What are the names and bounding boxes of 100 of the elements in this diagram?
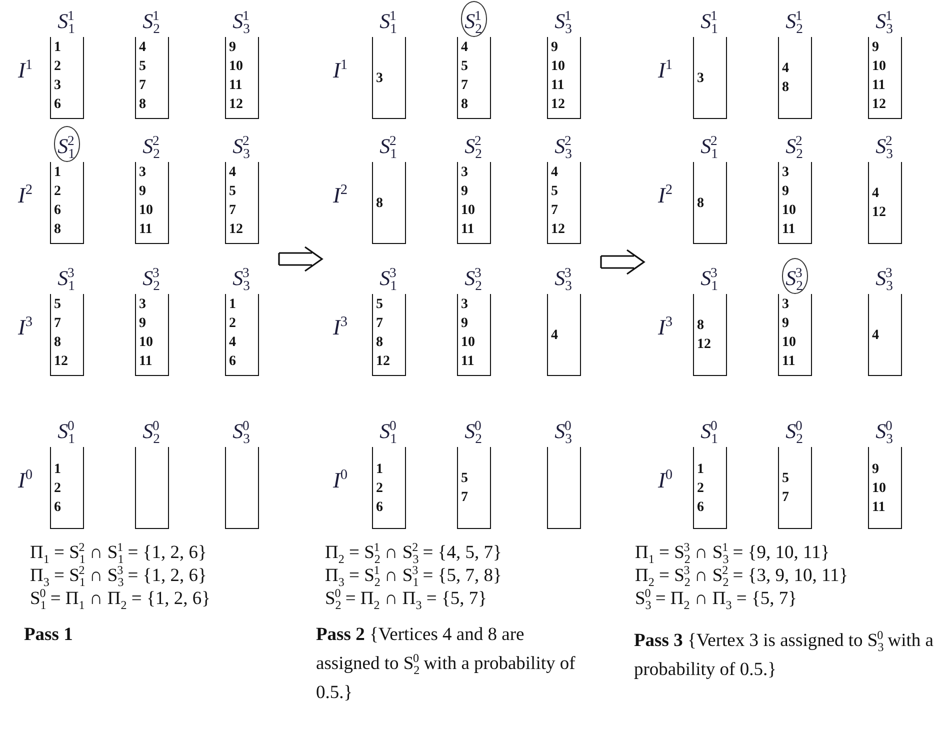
vertex-number: 6 — [54, 498, 61, 516]
vertex-number: 5 — [376, 296, 383, 314]
vertex-number: 3 — [782, 296, 789, 314]
vertex-number: 12 — [376, 353, 390, 371]
vertex-number: 5 — [139, 58, 146, 76]
vertex-number: 3 — [461, 296, 468, 314]
vertex-number: 7 — [139, 77, 146, 95]
vertex-number: 12 — [54, 353, 68, 371]
vertex-number: 9 — [872, 39, 879, 57]
vertex-number: 2 — [376, 480, 383, 498]
vertex-number: 4 — [229, 164, 236, 182]
vertex-number: 6 — [376, 498, 383, 516]
vertex-number: 8 — [54, 221, 61, 239]
vertex-number: 12 — [697, 336, 711, 354]
vertex-number: 9 — [461, 183, 468, 201]
vertex-number: 7 — [461, 489, 468, 507]
vertex-number: 11 — [139, 353, 152, 371]
vertex-number: 12 — [551, 96, 565, 114]
vertex-number: 9 — [782, 183, 789, 201]
vertex-number: 10 — [782, 202, 796, 220]
vertex-number: 8 — [54, 334, 61, 352]
row-label: I$^{3}$ — [18, 314, 32, 340]
vertex-number: 7 — [376, 315, 383, 333]
vertex-number: 4 — [872, 326, 879, 344]
vertex-number: 10 — [461, 202, 475, 220]
vertex-number: 2 — [697, 480, 704, 498]
vertex-number: 4 — [872, 185, 879, 203]
vertex-number: 10 — [461, 334, 475, 352]
vertex-number: 10 — [229, 58, 243, 76]
vertex-number: 5 — [461, 470, 468, 488]
row-label: I$^{0}$ — [18, 467, 32, 494]
row-label: I$^{2}$ — [658, 182, 672, 208]
vertex-number: 3 — [782, 164, 789, 182]
formula: Π$_{3}$ = S$_{1}$$^{2}$ ∩ S$_{3}$$^{3}$ = {1, 2, 6} — [30, 563, 207, 589]
vertex-number: 7 — [229, 202, 236, 220]
vertex-number: 2 — [54, 480, 61, 498]
row-label: I$^{3}$ — [333, 314, 348, 340]
vertex-number: 12 — [551, 221, 565, 239]
row-label: I$^{1}$ — [658, 57, 672, 84]
formula: Π$_{1}$ = S$_{2}$$^{3}$ ∩ S$_{3}$$^{1}$ = {9, 10, 11} — [635, 540, 830, 566]
vertex-number: 6 — [229, 353, 236, 371]
vertex-number: 11 — [139, 221, 152, 239]
vertex-number: 1 — [697, 460, 704, 478]
vertex-number: 3 — [54, 77, 61, 95]
vertex-number: 11 — [229, 77, 242, 95]
vertex-number: 5 — [229, 183, 236, 201]
vertex-number: 1 — [229, 296, 236, 314]
vertex-number: 8 — [697, 317, 704, 335]
row-label: I$^{2}$ — [18, 182, 32, 208]
vertex-number: 9 — [551, 39, 558, 57]
formula: S$_{2}$$^{0}$ = Π$_{2}$ ∩ Π$_{3}$ = {5, 7} — [325, 586, 487, 613]
vertex-number: 9 — [139, 315, 146, 333]
vertex-number: 7 — [54, 315, 61, 333]
vertex-number: 11 — [461, 353, 474, 371]
vertex-number: 9 — [461, 315, 468, 333]
row-label: I$^{3}$ — [658, 314, 672, 340]
vertex-number: 3 — [461, 164, 468, 182]
vertex-number: 12 — [229, 96, 243, 114]
vertex-number: 11 — [872, 498, 886, 516]
vertex-number: 9 — [782, 315, 789, 333]
vertex-number: 1 — [54, 164, 61, 182]
formula: Π$_{3}$ = S$_{2}$$^{1}$ ∩ S$_{1}$$^{3}$ = {5, 7, 8} — [325, 563, 502, 589]
vertex-number: 2 — [54, 183, 61, 201]
vertex-number: 10 — [872, 58, 886, 76]
pass-caption: Pass 1 — [24, 624, 74, 647]
vertex-number: 1 — [376, 460, 383, 478]
vertex-number: 3 — [139, 164, 146, 182]
row-label: I$^{2}$ — [333, 182, 348, 208]
vertex-number: 11 — [872, 77, 886, 95]
vertex-number: 4 — [229, 334, 236, 352]
vertex-number: 8 — [461, 96, 468, 114]
formula: Π$_{1}$ = S$_{1}$$^{2}$ ∩ S$_{1}$$^{1}$ = {1, 2, 6} — [30, 540, 207, 566]
vertex-number: 2 — [54, 58, 61, 76]
vertex-number: 5 — [551, 183, 558, 201]
vertex-number: 12 — [872, 96, 886, 114]
vertex-number: 8 — [376, 194, 383, 212]
pass-caption: Pass 2 {Vertices 4 and 8 are assigned to S$_{2}$$^{0}$ with a probability of 0.5.} — [316, 624, 576, 705]
vertex-number: 4 — [551, 326, 558, 344]
row-label: I$^{1}$ — [18, 57, 32, 84]
vertex-number: 9 — [139, 183, 146, 201]
vertex-number: 8 — [782, 79, 789, 97]
formula: Π$_{2}$ = S$_{2}$$^{3}$ ∩ S$_{2}$$^{2}$ = {3, 9, 10, 11} — [635, 563, 848, 589]
vertex-number: 10 — [139, 202, 153, 220]
vertex-number: 7 — [782, 489, 789, 507]
vertex-number: 9 — [872, 460, 879, 478]
vertex-number: 10 — [782, 334, 796, 352]
formula: S$_{1}$$^{0}$ = Π$_{1}$ ∩ Π$_{2}$ = {1, 2, 6} — [30, 586, 210, 613]
vertex-number: 4 — [461, 39, 468, 57]
pass-caption: Pass 3 {Vertex 3 is assigned to S$_{3}$$^{0}$ with a probability of 0.5.} — [634, 627, 934, 682]
row-label: I$^{1}$ — [333, 57, 348, 84]
row-label: I$^{0}$ — [333, 467, 348, 494]
vertex-number: 9 — [229, 39, 236, 57]
vertex-number: 8 — [376, 334, 383, 352]
vertex-number: 6 — [54, 96, 61, 114]
vertex-number: 11 — [551, 77, 564, 95]
formula: S$_{3}$$^{0}$ = Π$_{2}$ ∩ Π$_{3}$ = {5, 7} — [635, 586, 797, 613]
vertex-number: 6 — [54, 202, 61, 220]
vertex-number: 3 — [697, 70, 704, 88]
vertex-number: 4 — [139, 39, 146, 57]
vertex-number: 12 — [872, 204, 886, 222]
